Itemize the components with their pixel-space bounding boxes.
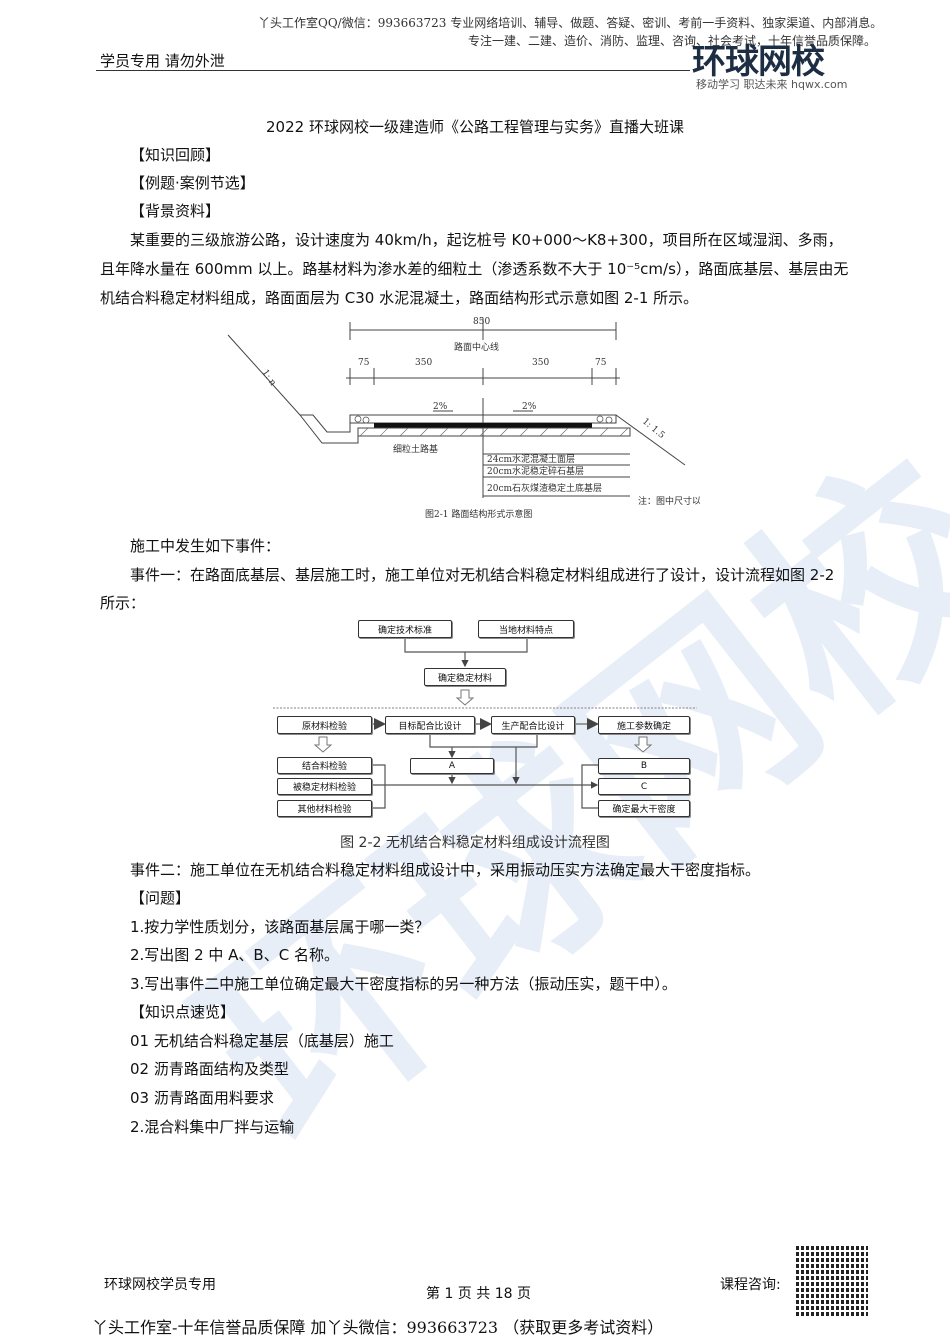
summary-item: 02 沥青路面结构及类型	[130, 1060, 289, 1078]
flowchart-connectors	[273, 636, 697, 809]
summary-item: 2.混合料集中厂拌与运输	[130, 1118, 295, 1136]
paragraph-line: 且年降水量在 600mm 以上。路基材料为渗水差的细粒土（渗透系数不大于 10⁻…	[100, 260, 849, 278]
consult-label: 课程咨询:	[720, 1277, 781, 1293]
section-heading: 【问题】	[130, 889, 191, 907]
flow-box: 其他材料检验	[277, 800, 372, 817]
flow-box: 确定技术标准	[358, 620, 452, 638]
events-intro: 施工中发生如下事件：	[130, 537, 281, 555]
flow-box: 目标配合比设计	[385, 716, 475, 734]
promo-line-2: 专注一建、二建、造价、消防、监理、咨询、社会考试，十年信誉品质保障。	[468, 34, 877, 48]
centerline-label: 路面中心线	[454, 341, 499, 353]
flow-box: 确定稳定材料	[424, 668, 506, 686]
flow-box: 被稳定材料检验	[277, 778, 372, 795]
flow-box: 施工参数确定	[598, 716, 690, 734]
paragraph-line: 机结合料稳定材料组成，路面面层为 C30 水泥混凝土，路面结构形式示意如图 2-…	[100, 289, 699, 307]
flow-box-b: B	[598, 758, 690, 774]
pavement-structure-figure: 850 路面中心线 75 350 350 75 2% 2% 1: n 1: 1.…	[227, 317, 700, 520]
logo-slogan: 移动学习 职达未来 hqwx.com	[696, 78, 848, 91]
flow-box-a: A	[410, 758, 494, 774]
event-2: 事件二：施工单位在无机结合料稳定材料组成设计中，采用振动压实方法确定最大干密度指…	[130, 861, 761, 879]
svg-text:2%: 2%	[433, 402, 448, 412]
question: 1.按力学性质划分，该路面基层属于哪一类？	[130, 918, 430, 936]
flow-box: 生产配合比设计	[491, 716, 575, 734]
question: 2.写出图 2 中 A、B、C 名称。	[130, 946, 339, 964]
header-rule	[96, 70, 328, 71]
question: 3.写出事件二中施工单位确定最大干密度指标的另一种方法（振动压实，题干中）。	[130, 975, 677, 993]
qr-code[interactable]	[796, 1244, 868, 1316]
svg-text:350: 350	[415, 358, 432, 368]
svg-text:注：图中尺寸以cm计: 注：图中尺寸以cm计	[638, 495, 700, 507]
event-1: 事件一：在路面底基层、基层施工时，施工单位对无机结合料稳定材料组成进行了设计，设…	[130, 566, 835, 584]
document-title: 2022 环球网校一级建造师《公路工程管理与实务》直播大班课	[266, 118, 684, 136]
figure-caption: 图 2-2 无机结合料稳定材料组成设计流程图	[340, 835, 610, 851]
svg-text:细粒土路基: 细粒土路基	[393, 443, 438, 455]
footer-left: 环球网校学员专用	[104, 1277, 216, 1293]
svg-text:75: 75	[595, 358, 607, 368]
page-number: 第 1 页 共 18 页	[426, 1286, 531, 1302]
flow-box: 结合料检验	[277, 757, 372, 774]
logo: 环球网校	[692, 42, 825, 82]
svg-text:24cm水泥混凝土面层: 24cm水泥混凝土面层	[487, 453, 575, 465]
promo-line-1: 丫头工作室QQ/微信：993663723 专业网络培训、辅导、做题、答疑、密训、…	[258, 16, 883, 30]
confidential-label: 学员专用 请勿外泄	[100, 52, 225, 70]
svg-text:75: 75	[358, 358, 370, 368]
summary-item: 03 沥青路面用料要求	[130, 1089, 274, 1107]
flow-box: 原材料检验	[277, 716, 372, 734]
svg-text:20cm石灰煤渣稳定土底基层: 20cm石灰煤渣稳定土底基层	[487, 482, 602, 494]
flow-box: 当地材料特点	[478, 620, 574, 638]
section-heading: 【知识回顾】	[130, 146, 221, 164]
paragraph-line: 某重要的三级旅游公路，设计速度为 40km/h，起讫桩号 K0+000～K8+3…	[130, 231, 843, 249]
section-heading: 【例题·案例节选】	[130, 174, 255, 192]
svg-text:2%: 2%	[522, 402, 537, 412]
svg-text:图2-1 路面结构形式示意图: 图2-1 路面结构形式示意图	[425, 508, 532, 520]
section-heading: 【知识点速览】	[130, 1003, 236, 1021]
event-1-cont: 所示：	[100, 594, 146, 612]
summary-item: 01 无机结合料稳定基层（底基层）施工	[130, 1032, 394, 1050]
section-heading: 【背景资料】	[130, 202, 221, 220]
flow-box-c: C	[598, 778, 690, 795]
dim-total: 850	[473, 317, 490, 327]
footer-promo: 丫头工作室-十年信誉品质保障 加丫头微信：993663723 （获取更多考试资料…	[92, 1318, 664, 1337]
flow-box: 确定最大干密度	[598, 800, 690, 817]
svg-text:350: 350	[532, 358, 549, 368]
header-rule-2	[328, 70, 690, 71]
svg-text:20cm水泥稳定碎石基层: 20cm水泥稳定碎石基层	[487, 465, 584, 477]
